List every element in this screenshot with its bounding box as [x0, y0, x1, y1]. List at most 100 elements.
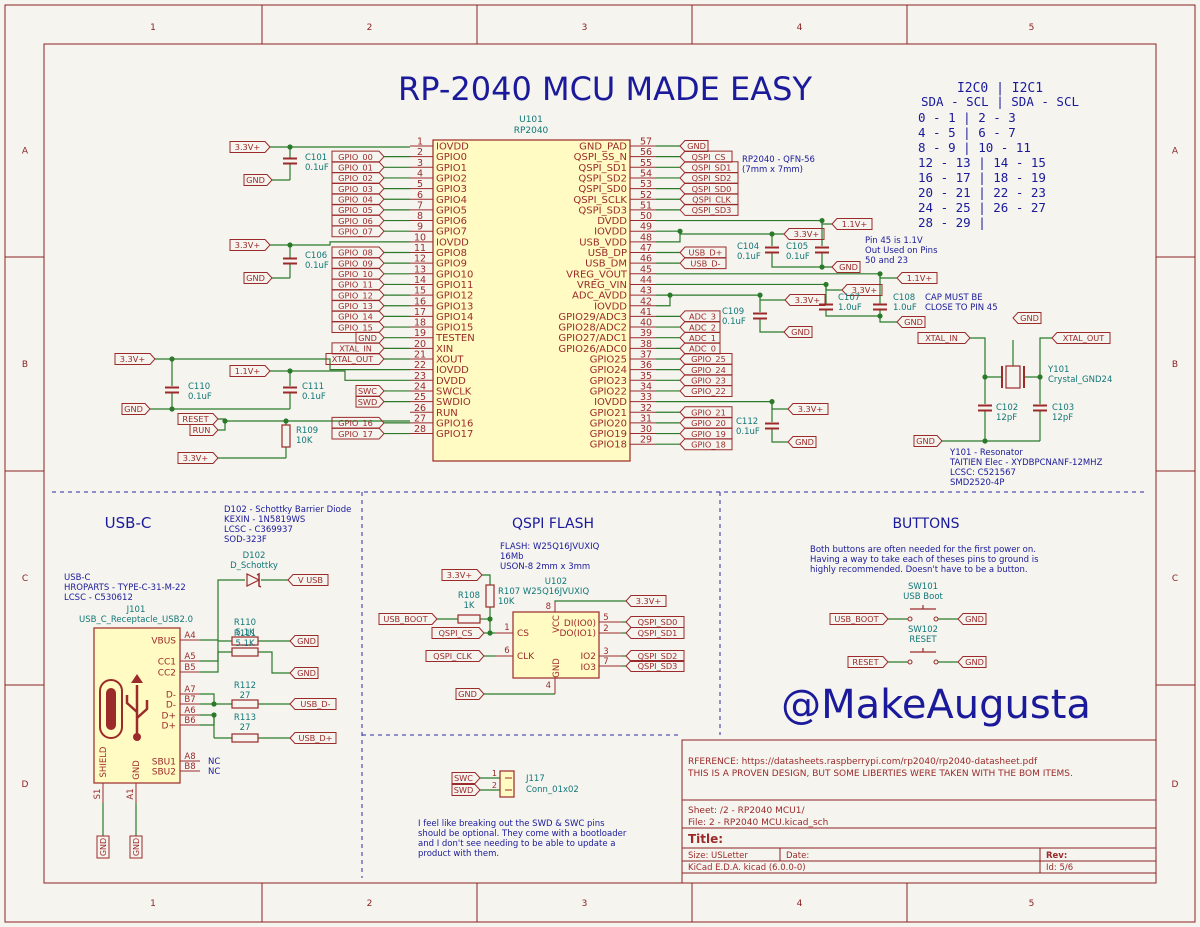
- global-label: [177, 413, 219, 425]
- pin-name: GPIO15: [436, 323, 473, 334]
- outer-border: [4, 4, 1196, 923]
- global-label: [287, 574, 329, 586]
- global-label: [455, 688, 485, 700]
- net-label-left: GPIO_12: [338, 290, 373, 300]
- net-label-left: GPIO_04: [338, 194, 373, 204]
- pin-number: 1: [417, 137, 423, 148]
- global-label: [917, 332, 971, 344]
- usbc-pin-name: D+: [162, 722, 176, 732]
- xtal-note: LCSC: C521567: [950, 468, 1016, 478]
- global-label: [679, 427, 733, 440]
- pin-number: 11: [414, 243, 426, 254]
- xtal-note: TAITIEN Elec - XYDBPCNANF-12MHZ: [949, 458, 1103, 468]
- design-note: THIS IS A PROVEN DESIGN, BUT SOME LIBERT…: [687, 769, 1073, 779]
- grid-row-label: A: [22, 147, 29, 157]
- grid-row-label: D: [1172, 780, 1179, 790]
- switch-contact: [933, 616, 939, 622]
- global-label: [787, 403, 829, 415]
- i2c-row: 16 - 17 | 18 - 19: [918, 170, 1046, 185]
- global-label: [679, 246, 727, 259]
- net-label-gnd: GND: [246, 175, 265, 185]
- global-label: [378, 613, 438, 625]
- net-label-right: USB_D-: [690, 258, 720, 268]
- net-label-right: GPIO_20: [691, 418, 726, 428]
- global-label: [679, 161, 739, 174]
- pin-name: GPIO12: [436, 291, 473, 302]
- grid-column-label: 1: [150, 23, 156, 33]
- wire: [554, 600, 626, 602]
- net-label-right: GPIO_21: [691, 407, 726, 417]
- global-label: [331, 299, 385, 312]
- pin-number: 7: [603, 657, 608, 667]
- usbc-pin-name: D-: [166, 691, 176, 701]
- grid-column-label: 3: [582, 899, 588, 909]
- global-label: [679, 321, 721, 334]
- grid-row-label: D: [22, 780, 29, 790]
- pin-name: QSPI_SCLK: [573, 195, 627, 206]
- global-label: [289, 732, 337, 744]
- crystal-body: [1005, 365, 1021, 389]
- pin-name: GPIO26/ADC0: [558, 344, 627, 355]
- pin-number: 56: [640, 147, 652, 158]
- pin-number: 35: [640, 371, 652, 382]
- global-label: [331, 246, 385, 259]
- cap-value: 0.1uF: [786, 252, 810, 262]
- pin-name: DVDD: [436, 376, 466, 387]
- i2c-row: 20 - 21 | 22 - 23: [918, 185, 1046, 200]
- net-label-gnd: GND: [246, 273, 265, 283]
- global-label: [784, 294, 826, 306]
- pin-name: IOVDD: [436, 365, 469, 376]
- net-label-left: GPIO_17: [338, 429, 373, 439]
- net-label-left: GPIO_01: [338, 163, 373, 173]
- components: GPIO_00GPIO_01GPIO_02GPIO_03GPIO_04GPIO_…: [93, 139, 1111, 859]
- usbc-pin-name: VBUS: [151, 637, 176, 647]
- junction-dot: [667, 292, 673, 298]
- global-label: [331, 203, 385, 216]
- grid-column-label: 5: [1029, 23, 1035, 33]
- wire: [759, 319, 784, 333]
- global-label: [331, 214, 385, 227]
- net-label-swc: SWC: [454, 773, 473, 783]
- rp2040-body: [432, 139, 631, 462]
- global-label: [787, 436, 817, 448]
- usbc-pin-name: SBU1: [152, 758, 176, 768]
- net-label-right: QSPI_SD1: [692, 163, 732, 173]
- net-label-gnd: GND: [795, 437, 814, 447]
- pin-number: 17: [414, 307, 426, 318]
- wire: [270, 241, 410, 246]
- flash-body: [512, 611, 600, 679]
- r108-ref: R108: [458, 591, 480, 601]
- net-label-3v3: 3.3V+: [798, 404, 823, 414]
- grid-row-label: C: [22, 574, 28, 584]
- pin-number: 50: [640, 211, 652, 222]
- pin-name: GND_PAD: [579, 142, 627, 153]
- global-label: [425, 650, 485, 662]
- wire: [200, 579, 245, 641]
- global-label: [331, 321, 385, 334]
- d102-ref: D102: [243, 551, 266, 561]
- grid-column-label: 5: [1029, 899, 1035, 909]
- pin-name: IOVDD: [594, 397, 627, 408]
- junction-dot: [211, 701, 217, 707]
- pin-number: 54: [640, 168, 652, 179]
- pin-number: 46: [640, 254, 652, 265]
- i2c-row: 12 - 13 | 14 - 15: [918, 155, 1046, 170]
- pin-name: QSPI_SD1: [578, 163, 627, 174]
- pin-number: 55: [640, 158, 652, 169]
- junction-dot: [819, 264, 825, 270]
- pin-number: 5: [603, 613, 608, 623]
- net-label-left: XTAL_OUT: [332, 354, 375, 364]
- nc-label: NC: [208, 757, 220, 767]
- global-label: [355, 384, 385, 397]
- pin-name: TESTEN: [435, 333, 475, 344]
- diode-note: KEXIN - 1N5819WS: [224, 515, 305, 525]
- pin-name: GPIO0: [436, 152, 467, 163]
- global-label: [847, 656, 889, 668]
- diode-note: SOD-323F: [224, 535, 267, 545]
- cap-value: 0.1uF: [305, 163, 329, 173]
- flash-note: 16Mb: [500, 552, 524, 562]
- date-field: Date:: [786, 851, 809, 861]
- title-block: [681, 739, 1157, 884]
- pin-name: VREG_VIN: [577, 280, 627, 291]
- usb-symbol-icon: [136, 700, 149, 719]
